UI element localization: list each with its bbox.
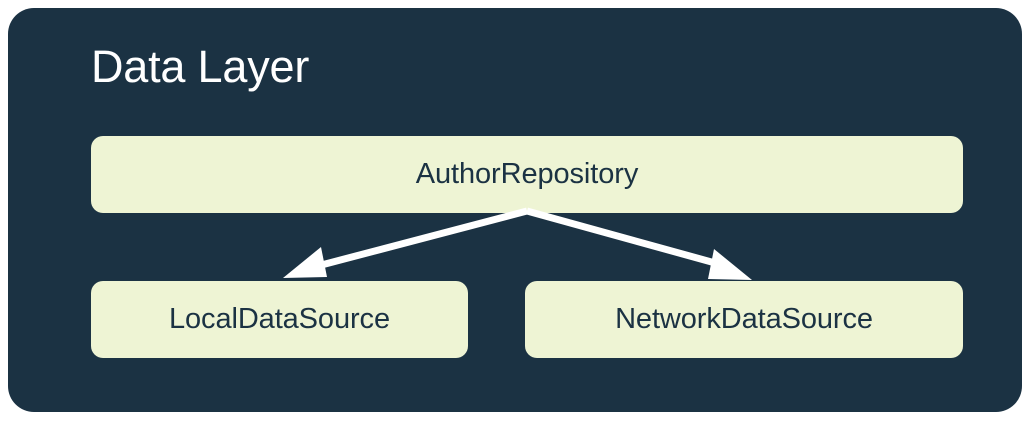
node-local-data-source[interactable]: LocalDataSource	[91, 281, 468, 358]
node-network-data-source[interactable]: NetworkDataSource	[525, 281, 963, 358]
node-author-repository-label: AuthorRepository	[415, 158, 639, 190]
node-network-data-source-label: NetworkDataSource	[615, 303, 873, 335]
node-local-data-source-label: LocalDataSource	[169, 303, 390, 335]
node-author-repository[interactable]: AuthorRepository	[91, 136, 963, 213]
layer-title: Data Layer	[91, 41, 310, 92]
